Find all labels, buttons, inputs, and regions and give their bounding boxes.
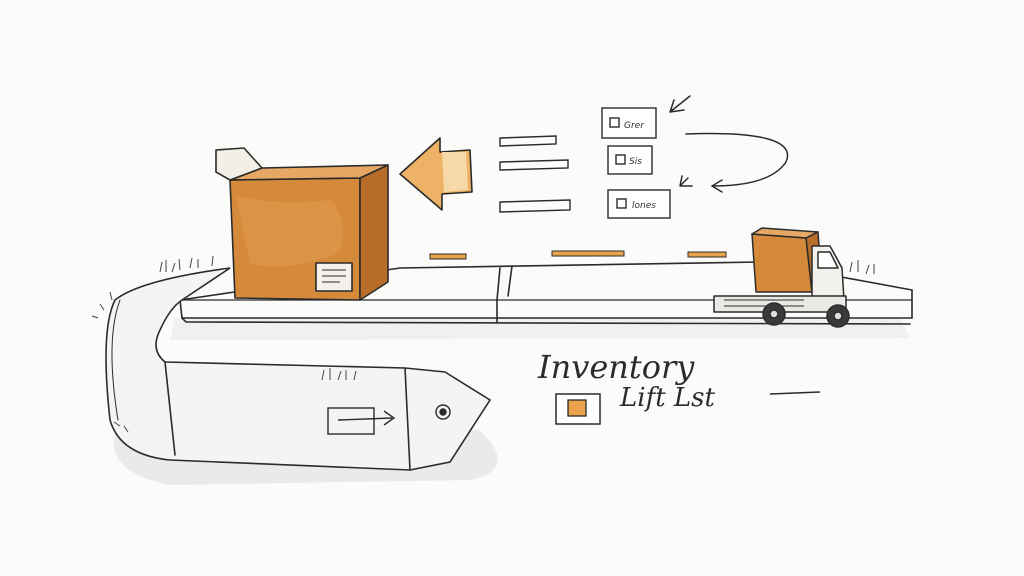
cardboard-box-icon bbox=[215, 147, 389, 301]
arrow-left-icon bbox=[399, 137, 473, 211]
belt-end-details bbox=[327, 404, 451, 435]
belt-label-frame bbox=[327, 407, 375, 435]
belt-accent-marks bbox=[429, 250, 727, 260]
truck-icon bbox=[713, 227, 850, 328]
diagram-title: Inventory bbox=[537, 348, 695, 386]
list-lines bbox=[499, 135, 571, 213]
conveyor-belt-curve bbox=[105, 267, 492, 471]
checkbox-icon bbox=[607, 189, 671, 219]
checklist-item: Grer bbox=[601, 107, 657, 139]
legend-row: Lift Lst bbox=[555, 383, 821, 425]
curved-arrow-icon bbox=[669, 95, 789, 193]
checklist-item-label: lones bbox=[632, 201, 656, 211]
checklist-item: lones bbox=[607, 189, 671, 219]
checklist-item-label: Sis bbox=[629, 157, 642, 167]
diagram-subtitle: Lift Lst bbox=[619, 383, 716, 413]
checklist: Grer Sis lones bbox=[601, 107, 671, 219]
grass-tufts bbox=[91, 255, 875, 433]
grommet-icon bbox=[435, 404, 451, 420]
arrow-right-icon bbox=[337, 410, 396, 426]
checklist-item-label: Grer bbox=[624, 121, 645, 131]
checkbox-icon bbox=[601, 107, 657, 139]
checklist-item: Sis bbox=[607, 145, 653, 175]
